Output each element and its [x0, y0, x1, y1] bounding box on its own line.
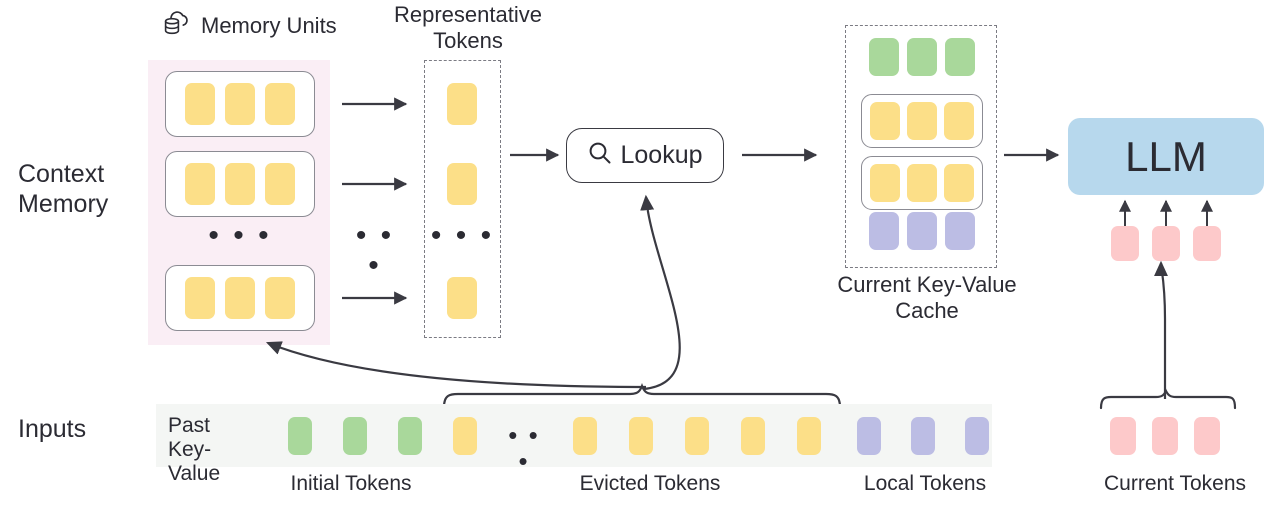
- llm-input-token-pink: [1193, 226, 1221, 261]
- kv-token-yellow: [944, 102, 974, 140]
- arrow-memory-to-rep: [342, 97, 408, 111]
- kv-token-green: [945, 38, 975, 76]
- kv-cache-row-local: [869, 212, 975, 250]
- kv-token-green: [869, 38, 899, 76]
- brace-current-tokens: [1099, 388, 1237, 410]
- input-token-local: [965, 417, 989, 455]
- representative-token: [447, 83, 477, 125]
- arrows-ellipsis: • • •: [355, 219, 395, 282]
- arrow-rep-to-lookup: [510, 148, 560, 162]
- memory-unit[interactable]: [165, 151, 315, 217]
- memory-token: [185, 163, 215, 205]
- representative-tokens-label: Representative Tokens: [394, 2, 542, 54]
- memory-unit[interactable]: [165, 71, 315, 137]
- current-kv-cache-label: Current Key-Value Cache: [837, 272, 1017, 324]
- caption-current-tokens: Current Tokens: [1103, 472, 1247, 495]
- llm-label: LLM: [1125, 132, 1207, 180]
- input-token-current: [1194, 417, 1220, 455]
- input-token-evicted: [685, 417, 709, 455]
- memory-units-ellipsis: • • •: [208, 219, 272, 252]
- input-token-current: [1152, 417, 1178, 455]
- llm-input-token-pink: [1152, 226, 1180, 261]
- lookup-button[interactable]: Lookup: [566, 128, 724, 183]
- kv-token-yellow: [870, 102, 900, 140]
- arrow-memory-to-rep: [342, 291, 408, 305]
- kv-token-yellow: [944, 164, 974, 202]
- input-token-current: [1110, 417, 1136, 455]
- past-key-value-label: Past Key-Value: [168, 414, 221, 486]
- memory-units-label: Memory Units: [201, 13, 337, 39]
- arrows-current-tokens-to-llm: [1119, 199, 1213, 226]
- input-token-initial: [398, 417, 422, 455]
- memory-token: [225, 163, 255, 205]
- kv-token-yellow: [870, 164, 900, 202]
- arrow-cache-to-llm: [1004, 148, 1060, 162]
- kv-token-yellow: [907, 102, 937, 140]
- input-token-evicted: [573, 417, 597, 455]
- row-label-inputs: Inputs: [18, 415, 87, 443]
- kv-cache-row-initial: [869, 38, 975, 76]
- kv-cache-row-retrieved: [861, 156, 983, 210]
- representative-token: [447, 163, 477, 205]
- input-token-local: [911, 417, 935, 455]
- input-token-evicted: [797, 417, 821, 455]
- memory-token: [185, 83, 215, 125]
- input-token-evicted: [629, 417, 653, 455]
- memory-token: [265, 277, 295, 319]
- kv-token-green: [907, 38, 937, 76]
- memory-token: [225, 277, 255, 319]
- input-token-local: [857, 417, 881, 455]
- kv-token-purple: [945, 212, 975, 250]
- curve-evicted-to-lookup: [640, 194, 681, 391]
- caption-evicted-tokens: Evicted Tokens: [579, 472, 721, 495]
- memory-unit[interactable]: [165, 265, 315, 331]
- memory-token: [265, 83, 295, 125]
- current-kv-cache-box: [845, 25, 997, 268]
- kv-cache-row-retrieved: [861, 94, 983, 148]
- caption-initial-tokens: Initial Tokens: [290, 472, 412, 495]
- memory-token: [185, 277, 215, 319]
- llm-box[interactable]: LLM: [1068, 118, 1264, 195]
- inputs-ellipsis: • • •: [508, 420, 540, 476]
- input-token-evicted: [453, 417, 477, 455]
- kv-token-purple: [869, 212, 899, 250]
- magnifier-icon: [587, 140, 613, 171]
- curve-evicted-to-context-memory: [265, 341, 647, 389]
- curve-current-tokens-to-llm: [1153, 260, 1169, 399]
- arrow-lookup-to-cache: [742, 148, 818, 162]
- cloud-database-icon: [160, 7, 194, 46]
- arrow-memory-to-rep: [342, 177, 408, 191]
- input-token-initial: [343, 417, 367, 455]
- llm-input-token-pink: [1111, 226, 1139, 261]
- memory-token: [265, 163, 295, 205]
- row-label-context-memory: Context Memory: [18, 160, 109, 218]
- representative-tokens-box: [424, 60, 501, 338]
- kv-token-purple: [907, 212, 937, 250]
- caption-local-tokens: Local Tokens: [863, 472, 987, 495]
- memory-token: [225, 83, 255, 125]
- representative-token: [447, 277, 477, 319]
- representative-tokens-ellipsis: • • •: [430, 219, 495, 252]
- input-token-evicted: [741, 417, 765, 455]
- input-token-initial: [288, 417, 312, 455]
- brace-evicted-tokens: [442, 383, 842, 409]
- lookup-label: Lookup: [620, 140, 703, 169]
- memory-units-heading: Memory Units: [160, 4, 337, 48]
- kv-token-yellow: [907, 164, 937, 202]
